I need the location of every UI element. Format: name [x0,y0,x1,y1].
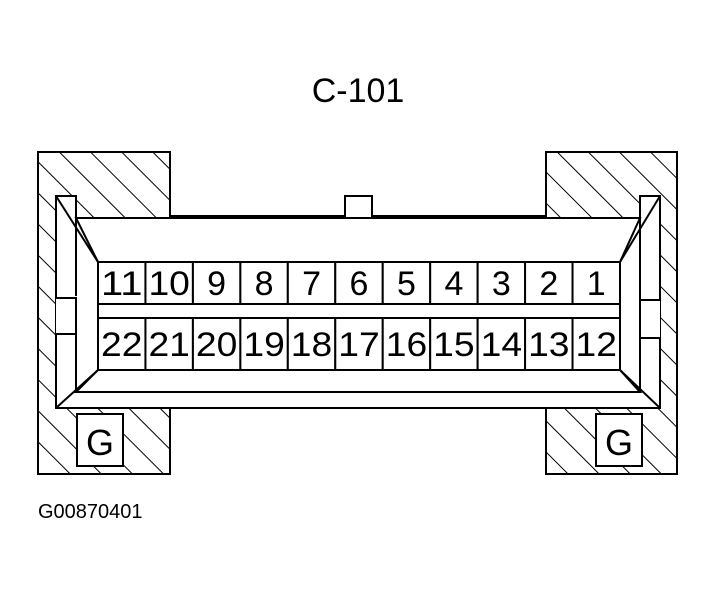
right-latch-notch [639,299,660,339]
connector-title: C-101 [312,72,405,110]
left-latch-notch [56,297,77,335]
pin-number-label: 21 [148,326,189,364]
pin-cell [286,261,337,305]
pin-number-label: 6 [350,265,369,303]
pin-cell [97,317,147,371]
pin-number-label: 8 [255,265,274,303]
pin-number-label: 15 [433,326,474,364]
pin-number-label: 3 [492,265,511,303]
pin-number-label: 10 [148,265,189,303]
pin-cell [524,261,574,305]
pin-number-label: 16 [386,326,427,364]
pin-number-label: 14 [481,326,522,364]
pin-cell [381,317,432,371]
pin-number-label: 1 [587,265,606,303]
pin-cell [334,261,384,305]
pin-cell [97,261,147,305]
pin-number-label: 5 [397,265,416,303]
pin-number-label: 22 [101,326,142,364]
pin-number-label: 7 [302,265,321,303]
ground-label-right: G [605,422,633,463]
pin-cell [239,317,289,371]
pin-number-label: 20 [196,326,237,364]
pin-number-label: 12 [576,326,617,364]
pin-cell [524,317,574,371]
key-tab [344,195,373,219]
pin-number-label: 4 [444,265,463,303]
pin-number-label: 11 [101,265,142,303]
pin-cell [429,317,479,371]
pin-cell [191,261,242,305]
pin-cell [239,261,289,305]
ground-box-right [595,413,643,467]
pin-cell [571,261,622,305]
row-separator [97,303,621,319]
ground-box-left [76,413,124,467]
pin-number-label: 2 [539,265,558,303]
pin-number-label: 18 [291,326,332,364]
pin-cell [571,317,622,371]
pin-number-label: 9 [207,265,226,303]
pin-number-label: 13 [528,326,569,364]
pin-number-label: 17 [338,326,379,364]
pin-cell [429,261,479,305]
ground-label-left: G [86,422,114,463]
figure-id: G00870401 [38,501,143,523]
pin-number-label: 19 [243,326,284,364]
pin-cell [191,317,242,371]
